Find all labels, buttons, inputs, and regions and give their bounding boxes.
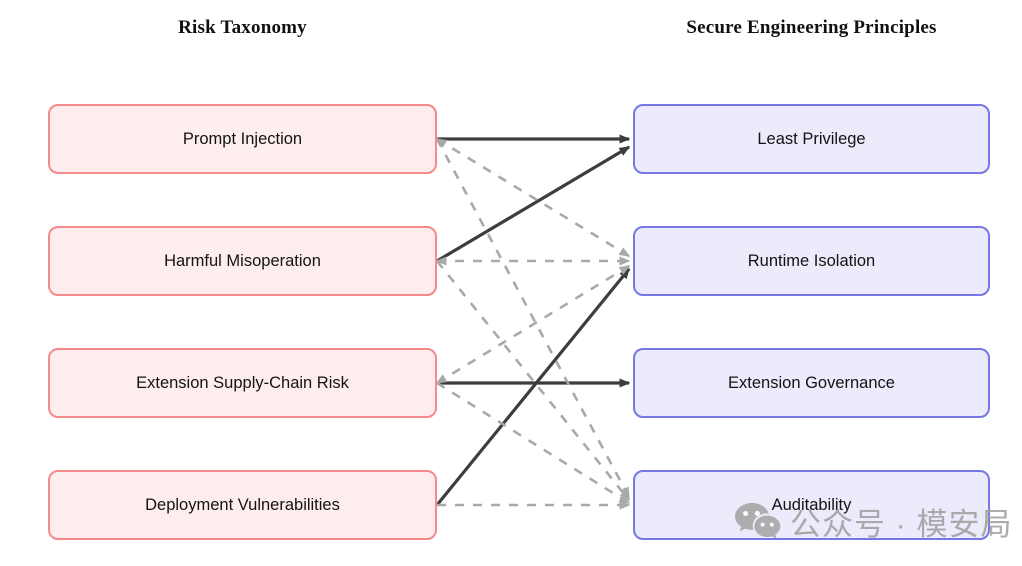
risk-node-extension-supply-chain: Extension Supply-Chain Risk <box>48 348 437 418</box>
risk-node-label: Prompt Injection <box>182 129 303 148</box>
risk-node-label: Extension Supply-Chain Risk <box>136 373 349 392</box>
principle-node-label: Runtime Isolation <box>747 251 876 270</box>
principle-node-label: Least Privilege <box>757 129 866 148</box>
risk-node-label: Deployment Vulnerabilities <box>145 495 340 514</box>
principle-node-auditability: Auditability <box>633 470 990 540</box>
edge-deployment-vulnerabilities-to-runtime-isolation <box>435 267 631 507</box>
principle-node-label: Auditability <box>771 495 852 514</box>
edge-extension-supply-chain-risk-to-runtime-isolation <box>435 264 631 385</box>
principle-node-label: Extension Governance <box>728 373 895 392</box>
edge-harmful-misoperation-to-least-privilege <box>436 145 631 263</box>
principle-node-runtime-isolation: Runtime Isolation <box>633 226 990 296</box>
risk-node-prompt-injection: Prompt Injection <box>48 104 437 174</box>
edge-prompt-injection-to-runtime-isolation <box>435 137 631 258</box>
risk-node-label: Harmful Misoperation <box>164 251 321 270</box>
risk-node-deployment-vulnerabilities: Deployment Vulnerabilities <box>48 470 437 540</box>
edge-extension-supply-chain-risk-to-auditability <box>436 381 631 505</box>
risk-taxonomy-header: Risk Taxonomy <box>178 17 307 38</box>
edge-harmful-misoperation-to-auditability <box>435 260 631 502</box>
edge-prompt-injection-to-auditability <box>435 138 631 499</box>
principle-node-extension-governance: Extension Governance <box>633 348 990 418</box>
principle-node-least-privilege: Least Privilege <box>633 104 990 174</box>
secure-principles-header: Secure Engineering Principles <box>686 17 937 38</box>
risk-node-harmful-misoperation: Harmful Misoperation <box>48 226 437 296</box>
